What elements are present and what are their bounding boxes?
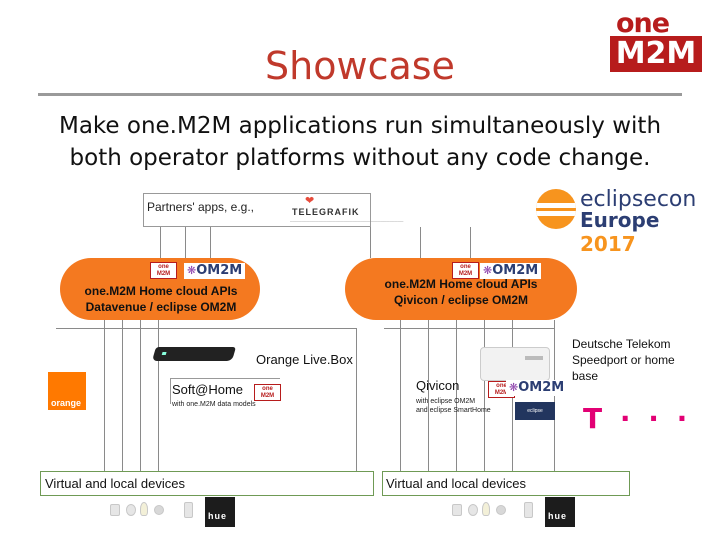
qivicon-label: Qivicon xyxy=(416,378,460,393)
onem2m-mini-logo: one M2M xyxy=(150,262,177,279)
devices-label-right: Virtual and local devices xyxy=(386,476,526,491)
gear-icon: ❋ xyxy=(483,264,493,277)
onem2m-logo-top: one xyxy=(616,8,670,39)
om2m-mini-logo-text: OM2M xyxy=(196,263,243,278)
subtitle-line-1: Make one.M2M applications run simultaneo… xyxy=(58,113,662,139)
devices-box-right xyxy=(382,471,630,496)
motion-sensor-icon xyxy=(126,504,136,516)
eclipse-smarthome-logo: eclipse smarthome xyxy=(515,402,555,432)
speedport-label: Deutsche Telekom Speedport or home base xyxy=(572,337,675,383)
onem2m-logo-bottom: M2M xyxy=(610,36,702,72)
soft-at-home-box xyxy=(170,378,280,404)
connector-line xyxy=(210,227,211,258)
onem2m-mini-logo: one M2M xyxy=(452,262,479,279)
connector-line xyxy=(384,328,554,329)
telegrafik-logo: TELEGRAFIK xyxy=(292,207,360,217)
cloud-datavenue-line-1: one.M2M Home cloud APIs xyxy=(84,284,238,298)
connector-line xyxy=(470,227,471,258)
partners-label: Partners' apps, e.g., xyxy=(147,200,255,214)
connector-line xyxy=(484,320,485,471)
onem2m-logo: one M2M xyxy=(604,8,708,74)
om2m-mini-logo: ❋OM2M xyxy=(506,380,568,396)
soft-at-home-label: Soft@Home xyxy=(172,382,243,397)
connector-line xyxy=(160,227,161,258)
eclipsecon-event-name: Europe xyxy=(580,208,660,232)
cloud-qivicon-line-1: one.M2M Home cloud APIs xyxy=(384,277,538,291)
smart-plug-icon xyxy=(184,502,193,518)
philips-hue-label: hue xyxy=(208,511,228,521)
orange-logo-text: orange xyxy=(51,398,82,408)
qivicon-sublabel-line-2: and eclipse SmartHome xyxy=(416,407,491,414)
slide-title: Showcase xyxy=(265,44,455,88)
eclipsecon-wordmark: eclipsecon xyxy=(580,187,697,212)
partners-box xyxy=(143,193,371,227)
livebox-label: Orange Live.Box xyxy=(256,352,353,367)
devices-box-left xyxy=(40,471,374,496)
connector-line xyxy=(356,328,357,471)
subtitle-line-2: both operator platforms without any code… xyxy=(69,145,651,171)
speedport-device-image xyxy=(480,347,550,381)
connector-line xyxy=(428,320,429,471)
telekom-logo: T · · · xyxy=(583,402,692,435)
soft-at-home-sublabel: with one.M2M data models xyxy=(172,401,256,408)
sensor-icon xyxy=(452,504,462,516)
light-bulb-icon xyxy=(482,502,490,516)
devices-label-left: Virtual and local devices xyxy=(45,476,185,491)
title-divider xyxy=(38,93,682,96)
cloud-qivicon-label: one.M2M Home cloud APIs Qivicon / eclips… xyxy=(350,276,572,308)
connector-line xyxy=(158,320,159,471)
camera-icon xyxy=(496,505,506,515)
orange-logo: orange xyxy=(48,372,86,410)
philips-hue-label: hue xyxy=(548,511,568,521)
connector-line xyxy=(456,320,457,471)
telegrafik-tagline-graphic: ──────────────────────────────────────── xyxy=(290,219,404,224)
cloud-qivicon-line-2: Qivicon / eclipse OM2M xyxy=(393,293,529,307)
gear-icon: ❋ xyxy=(509,381,519,394)
om2m-mini-logo-text: OM2M xyxy=(518,380,565,395)
philips-hue-icon: hue xyxy=(205,497,235,527)
motion-sensor-icon xyxy=(468,504,478,516)
qivicon-sublabel: with eclipse OM2M and eclipse SmartHome xyxy=(416,397,491,415)
telegrafik-heart-icon: ❤ xyxy=(305,195,315,207)
connector-line xyxy=(122,320,123,471)
onem2m-mini-logo: one M2M xyxy=(254,384,281,401)
slide-subtitle: Make one.M2M applications run simultaneo… xyxy=(30,110,690,174)
om2m-mini-logo-text: OM2M xyxy=(492,263,539,278)
om2m-mini-logo: ❋OM2M xyxy=(184,263,246,279)
eclipsecon-event: Europe 2017 xyxy=(580,208,720,256)
connector-line xyxy=(104,320,105,471)
connector-line xyxy=(420,227,421,258)
camera-icon xyxy=(154,505,164,515)
eclipsecon-year: 2017 xyxy=(580,232,636,256)
qivicon-sublabel-line-1: with eclipse OM2M xyxy=(416,398,476,405)
light-bulb-icon xyxy=(140,502,148,516)
sensor-icon xyxy=(110,504,120,516)
philips-hue-icon: hue xyxy=(545,497,575,527)
connector-line xyxy=(56,328,356,329)
connector-line xyxy=(140,320,141,471)
om2m-mini-logo: ❋OM2M xyxy=(480,263,542,279)
eclipsecon-icon xyxy=(536,189,576,229)
connector-line xyxy=(400,320,401,471)
cloud-datavenue-line-2: Datavenue / eclipse OM2M xyxy=(85,300,237,314)
gear-icon: ❋ xyxy=(187,264,197,277)
cloud-datavenue-label: one.M2M Home cloud APIs Datavenue / ecli… xyxy=(66,283,256,315)
connector-line xyxy=(370,227,371,258)
connector-line xyxy=(185,227,186,258)
smart-plug-icon xyxy=(524,502,533,518)
livebox-device-image xyxy=(151,347,237,361)
